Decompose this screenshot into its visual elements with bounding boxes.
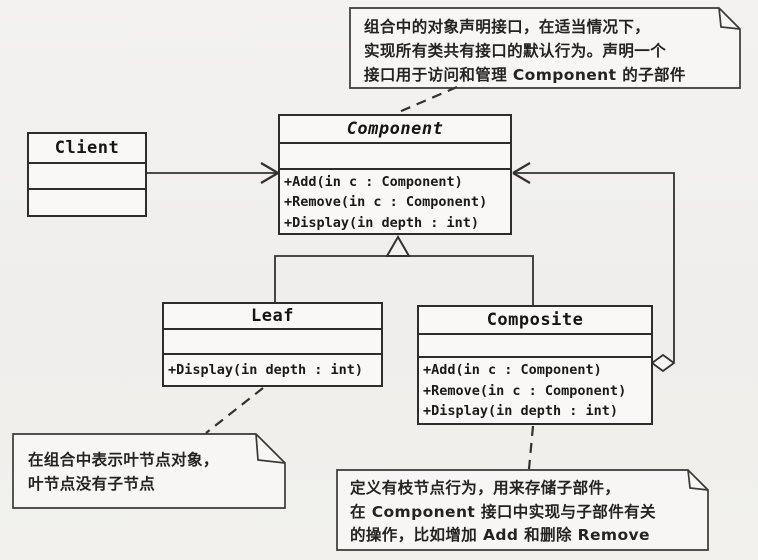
operation: +Display(in depth : int) [284,214,480,231]
class-composite-attributes [419,335,651,358]
class-leaf-name: Leaf [164,304,381,330]
class-component: Component +Add(in c : Component) +Remove… [278,114,512,235]
class-composite-name: Composite [419,307,651,335]
component-note-anchor-line [399,87,457,112]
note-line: 组合中的对象声明接口，在适当情况下， [364,18,651,36]
class-component-attributes [280,144,510,170]
client-component-association [147,163,278,183]
note-line: 实现所有类共有接口的默认行为。声明一个 [364,42,667,60]
note-line: 叶节点没有子节点 [28,475,156,493]
component-note-shape [350,8,740,88]
composite-component-aggregation [513,163,674,371]
class-composite: Composite +Add(in c : Component) +Remove… [417,305,653,425]
class-client-name: Client [29,134,145,164]
class-leaf-operations: +Display(in depth : int) [164,355,381,385]
class-composite-operations: +Add(in c : Component) +Remove(in c : Co… [419,358,651,423]
note-line: 在组合中表示叶节点对象， [28,451,219,469]
class-component-operations: +Add(in c : Component) +Remove(in c : Co… [280,170,510,234]
operation: +Display(in depth : int) [168,361,364,378]
note-line: 在 Component 接口中实现与子部件有关 [350,502,656,521]
generalization-triangle [387,237,409,256]
operation: +Add(in c : Component) [284,173,463,190]
note-line: 定义有枝节点行为，用来存储子部件， [350,479,621,497]
class-client: Client [27,132,147,217]
class-client-attributes [29,164,145,190]
note-line: 接口用于访问和管理 Component 的子部件 [364,66,686,84]
operation: +Remove(in c : Component) [284,194,488,210]
composite-note-anchor-line [529,426,533,469]
operation: +Add(in c : Component) [423,362,602,378]
class-client-operations [29,190,145,215]
composite-note: 定义有枝节点行为，用来存储子部件， 在 Component 接口中实现与子部件有… [350,477,656,548]
aggregation-diamond [652,355,674,371]
leaf-note: 在组合中表示叶节点对象， 叶节点没有子节点 [28,448,219,496]
class-leaf-attributes [164,330,381,355]
leaf-note-anchor-line [206,388,263,433]
composite-note-shape [337,470,708,550]
leaf-note-shape [13,434,285,508]
note-line: 的操作，比如增加 Add 和删除 Remove [350,526,650,544]
operation: +Remove(in c : Component) [423,382,627,399]
class-leaf: Leaf +Display(in depth : int) [162,302,383,387]
operation: +Display(in depth : int) [423,403,619,419]
class-component-name: Component [280,116,510,144]
generalization-links [275,237,533,305]
component-note: 组合中的对象声明接口，在适当情况下， 实现所有类共有接口的默认行为。声明一个 接… [364,15,686,87]
